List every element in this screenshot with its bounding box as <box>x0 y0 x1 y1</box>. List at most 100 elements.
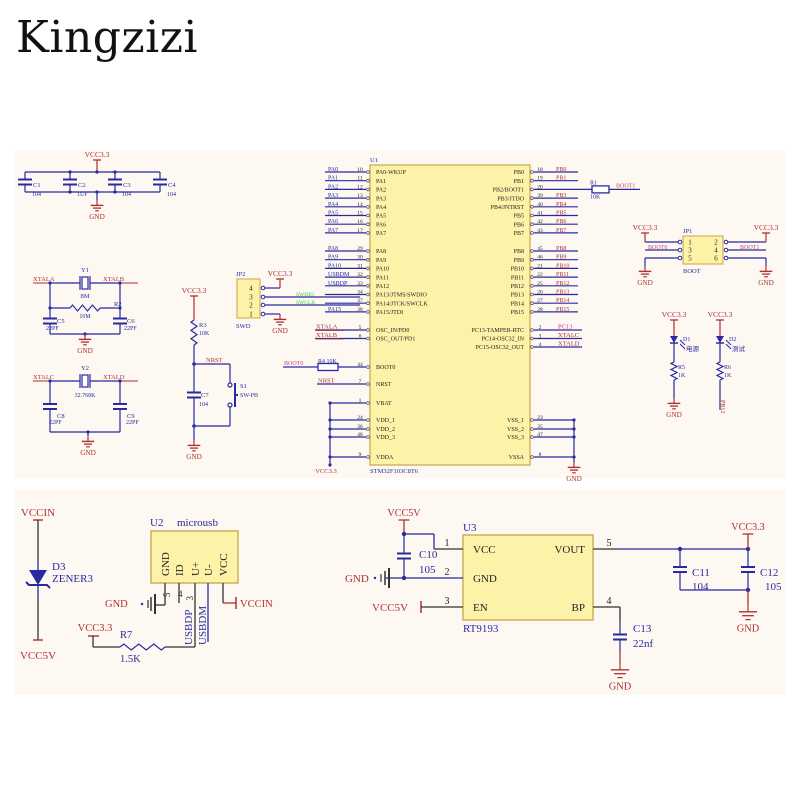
mcu-pin-name: PA2 <box>376 188 386 194</box>
pin-stub <box>366 283 370 288</box>
cap-value: 104 <box>199 402 208 408</box>
pin-stub <box>530 336 534 341</box>
pin-stub <box>530 266 534 271</box>
mcu-pin-name: PA4 <box>376 205 386 211</box>
mcu-net-label: PA4 <box>328 202 338 208</box>
mcu-pin-name: VDD_1 <box>376 418 395 424</box>
ground-label: GND <box>566 475 582 483</box>
pin-stub <box>530 301 534 306</box>
mcu-net-label: PA6 <box>328 219 338 225</box>
pin-number: 5 <box>688 255 692 263</box>
pin-number: 1 <box>688 239 692 247</box>
usb-pin-name: U- <box>203 564 215 576</box>
pin-stub <box>260 294 266 300</box>
power-label: VCC3.3 <box>315 468 337 475</box>
ground-label: GND <box>186 453 202 461</box>
pin-number: 1 <box>249 311 253 319</box>
cap-value: 22PF <box>126 420 139 426</box>
usb-pin-name: VCC <box>218 553 230 576</box>
crystal-y1 <box>81 276 89 290</box>
en-supply-label: VCC5V <box>372 602 408 614</box>
resistor-value: 1K <box>678 373 686 379</box>
mcu-pin-name: PB11 <box>511 275 524 281</box>
mcu-pin-number: 37 <box>357 298 363 304</box>
mcu-pin-number: 39 <box>537 193 543 199</box>
mcu-pin-name: PA0-WKUP <box>376 170 406 176</box>
mcu-pin-number: 9 <box>359 452 362 458</box>
mcu-pin-number: 12 <box>357 184 363 190</box>
ldo-pin-name: BP <box>572 602 585 614</box>
ldo-pin-name: GND <box>473 573 497 585</box>
pin-number: 2 <box>714 239 718 247</box>
power-label: VCC3.3 <box>182 286 207 295</box>
power-label: VCC3.3 <box>268 269 293 278</box>
mcu-net-label: PA15 <box>328 307 341 313</box>
mcu-pin-number: 21 <box>537 263 543 269</box>
mcu-net-label: XTALB <box>316 332 338 339</box>
crystal-ref: Y2 <box>81 365 89 372</box>
ldo-pin-name: EN <box>473 602 488 614</box>
mcu-net-label: PC13 <box>558 324 572 331</box>
mcu-pin-number: 36 <box>357 424 363 430</box>
mcu-pin-name: VBAT <box>376 401 392 407</box>
mcu-net-label: USBDM <box>328 272 350 278</box>
pin-stub <box>723 239 729 245</box>
cap-ref: C10 <box>419 549 438 561</box>
pin-stub <box>677 239 683 245</box>
junction-dot <box>48 281 52 285</box>
resistor <box>69 304 101 312</box>
cap-value: 105 <box>765 581 782 593</box>
mcu-pin-name: PA15/JTDI <box>376 310 403 316</box>
cap-value: 104 <box>692 581 709 593</box>
mcu-net-label: BOOT0 <box>284 361 303 367</box>
pin-stub <box>366 292 370 297</box>
pin-stub <box>530 427 534 431</box>
mcu-net-label: PB12 <box>556 281 569 287</box>
mcu-net-label: PB15 <box>556 307 569 313</box>
mcu-pin-number: 19 <box>537 176 543 182</box>
usb-ref: U2 <box>150 517 163 529</box>
ldo-pin-name: VCC <box>473 544 496 556</box>
mcu-pin-number: 4 <box>539 342 542 348</box>
cap-value: 104 <box>167 192 176 198</box>
resistor-ref: R1 <box>590 180 597 186</box>
mcu-pin-number: 14 <box>357 202 363 208</box>
mcu-net-label: PB0 <box>556 167 566 173</box>
led-emission <box>725 339 732 346</box>
ground-label: GND <box>80 449 96 457</box>
ldo-regulator: U3RT9193VCC1GND2EN3VOUT5BP4VCC5VC10105GN… <box>345 508 782 692</box>
mcu-pin-number: 28 <box>537 307 543 313</box>
crystal-ref: Y1 <box>81 267 89 274</box>
mcu-pin-name: VDD_3 <box>376 435 395 441</box>
swd-connector-body <box>236 278 261 319</box>
mcu-net-label: PB14 <box>556 298 569 304</box>
mcu-pin-name: PC14-OSC32_IN <box>482 337 525 343</box>
connector-ref: JP2 <box>236 271 245 278</box>
pin-stub <box>366 222 370 227</box>
resistor <box>715 361 725 381</box>
mcu-pin-name: PB8 <box>514 249 524 255</box>
pin-stub <box>260 302 266 308</box>
mcu-net-label: PB13 <box>556 290 569 296</box>
net-label: BOOT1 <box>740 245 759 251</box>
cap-value: 22PF <box>124 326 137 332</box>
zener-value: ZENER3 <box>52 573 93 585</box>
cap-ref: C2 <box>78 182 86 189</box>
mcu-pin-name: PA14/JTCK/SWCLK <box>376 301 428 307</box>
pin-number: 2 <box>249 302 253 310</box>
pin-number: 4 <box>249 285 253 293</box>
led-ref: D1 <box>683 337 690 343</box>
pin-stub <box>366 275 370 279</box>
mcu-pin-number: 24 <box>357 415 363 421</box>
power-label: VCC5V <box>20 650 56 662</box>
cap-value: 104 <box>122 192 131 198</box>
ground-label: GND <box>89 213 105 221</box>
mcu-pin-name: NRST <box>376 382 392 388</box>
pin-stub <box>366 455 370 459</box>
mcu-pin-number: 41 <box>537 211 543 217</box>
mcu-pin-name: PB3/JTDO <box>497 196 524 202</box>
pin-stub <box>530 231 534 235</box>
mcu-pin-number: 48 <box>357 432 363 438</box>
